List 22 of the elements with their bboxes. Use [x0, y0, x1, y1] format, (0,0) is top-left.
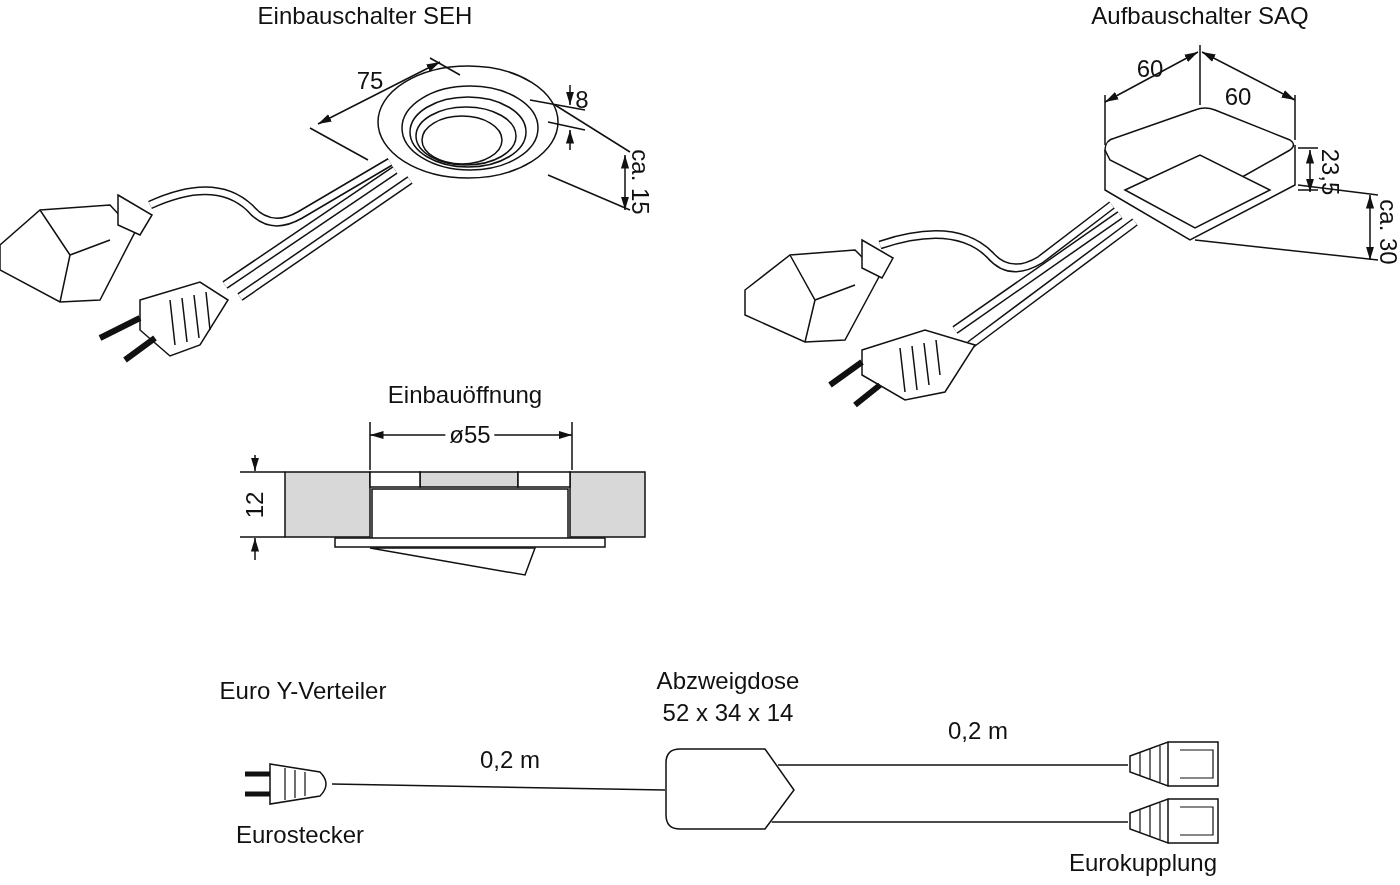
dimension-label: 60	[1224, 84, 1252, 111]
caption-label: Aufbauschalter SAQ	[1091, 3, 1309, 30]
cable-line	[331, 783, 666, 791]
dimension-label: 12	[241, 491, 269, 519]
part-label: Abzweigdose	[656, 668, 800, 695]
dimension-label: ca. 30	[1374, 199, 1400, 265]
socket-drawing	[1128, 795, 1220, 847]
dimension-label: 23,5	[1316, 148, 1344, 196]
cable-line	[777, 764, 1129, 766]
dimension-label: 75	[356, 68, 384, 95]
part-label: Eurostecker	[235, 822, 365, 849]
caption-label: Einbauschalter SEH	[257, 3, 473, 30]
junction-box	[665, 748, 795, 830]
dimension-label: 52 x 34 x 14	[662, 700, 794, 727]
part-label: Eurokupplung	[1068, 850, 1218, 877]
dimension-label: 8	[575, 87, 589, 114]
dimension-label: 60	[1136, 56, 1164, 83]
caption-label: Einbauöffnung	[387, 382, 543, 409]
socket-drawing	[1128, 738, 1220, 790]
caption-label: Euro Y-Verteiler	[219, 678, 387, 705]
dimension-label: ca. 15	[626, 149, 654, 215]
cable-line	[770, 821, 1129, 823]
